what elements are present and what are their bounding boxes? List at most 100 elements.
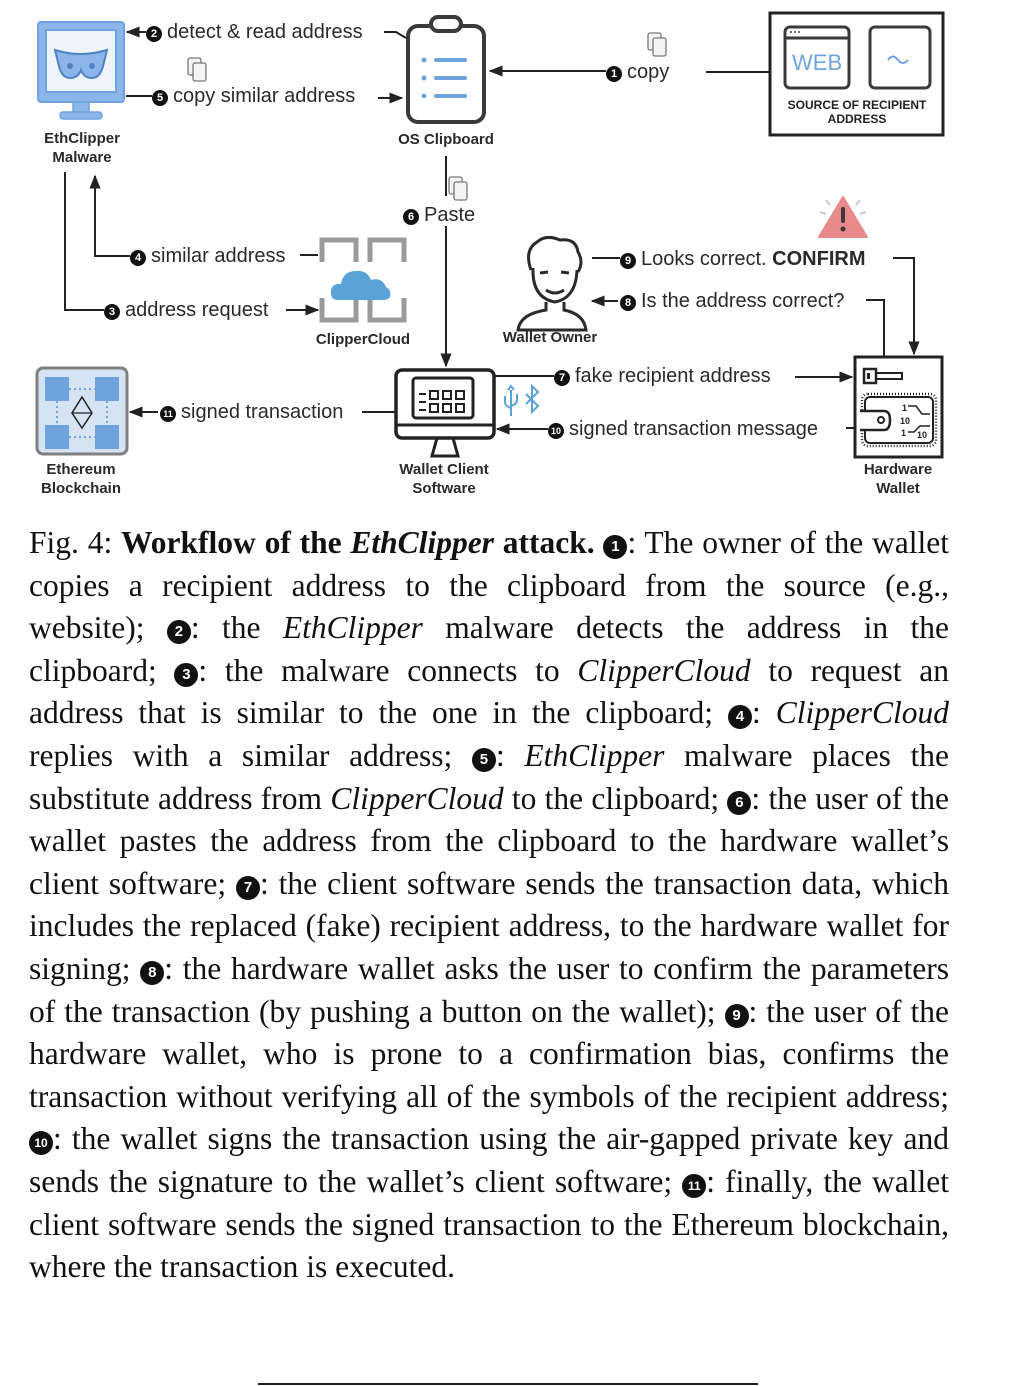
step-2-badge: 2 [146,26,162,42]
step-4-badge: 4 [130,250,146,266]
step-7-label: 7 fake recipient address [554,366,771,386]
clippercloud-icon [319,237,407,323]
svg-text:10: 10 [900,416,910,426]
copy-doc-icon [187,32,667,201]
caption-step-badge: 2 [166,620,191,645]
caption-text: : the client software sends the transact… [29,865,950,986]
step-2-text: detect & read address [167,21,363,43]
source-caption-line1: SOURCE OF RECIPIENT [787,98,927,112]
caption-step-5: 5: EthClipper malware places the substit… [29,738,949,816]
step-10-label: 10 signed transaction message [548,419,818,439]
caption-step-badge: 1 [603,535,628,559]
step-6-text: Paste [424,204,476,226]
caption-title-part1: Workflow of the [121,525,351,560]
caption-step-11: 11: finally, the wallet client software … [29,1164,949,1284]
caption-step-badge: 8 [140,960,165,985]
caption-text: replies with a similar address; [29,737,472,773]
step-4-text: similar address [151,245,286,267]
wallet-client-label-line1: Wallet Client [399,461,489,478]
caption-step-4: 4: ClipperCloud replies with a similar a… [29,695,949,773]
caption-step-badge: 4 [728,705,753,730]
caption-text: malware places the substitute address fr… [29,737,949,816]
svg-text:1: 1 [902,403,907,413]
blockchain-label: Ethereum Blockchain [20,461,142,499]
caption-text: : [495,737,525,773]
caption-step-badge: 6 [727,790,752,815]
wallet-owner-label: Wallet Owner [502,329,598,346]
bottom-rule [258,1383,758,1385]
clippercloud-label: ClipperCloud [315,331,411,348]
step-4-label: 4 similar address [130,246,285,266]
step-9-text: Looks correct. [641,248,773,270]
ethereum-blockchain-icon [35,366,129,456]
malware-label-line2: Malware [52,148,112,166]
connectors [64,26,920,435]
source-caption-line2: ADDRESS [827,112,887,127]
wallet-owner-icon [516,235,588,332]
caption-step-badge: 10 [29,1131,53,1156]
caption-step-badge: 7 [236,875,261,900]
caption-text: : The owner of the wallet copies a recip… [29,525,950,646]
caption-step-10: 10: the wallet signs the transaction usi… [29,1121,949,1199]
hardware-wallet-label-line1: Hardware [863,461,933,478]
web-label: WEB [792,50,843,75]
step-10-text: signed transaction message [569,418,819,440]
caption-text: to request an address that is similar to… [29,652,949,731]
clipboard-label: OS Clipboard [398,131,494,148]
caption-steps: 1: The owner of the wallet copies a reci… [29,525,949,1284]
malware-label-line1: EthClipper [44,130,120,147]
caption-text: : the user of the hardware wallet, who i… [29,993,949,1114]
step-7-text: fake recipient address [575,365,771,387]
caption-text: to the clipboard; [503,780,728,816]
wallet-client-icon [394,368,496,458]
caption-step-8: 8: the hardware wallet asks the user to … [29,951,949,1029]
step-11-badge: 11 [160,406,176,422]
caption-step-badge: 5 [471,747,496,772]
caption-text: : [752,695,776,731]
malware-monitor-icon [37,21,125,120]
step-5-text: copy similar address [173,85,356,107]
usb-bluetooth-icon [504,383,540,416]
caption-italic-term: ClipperCloud [330,780,504,816]
caption-text: : the [190,610,283,646]
caption-text: : the wallet signs the transaction using… [29,1121,949,1199]
step-11-label: 11 signed transaction [160,402,343,422]
step-6-badge: 6 [403,209,419,225]
caption-text: malware detects the address in the clipb… [29,610,950,688]
source-caption: SOURCE OF RECIPIENT ADDRESS [772,98,942,127]
step-8-text: Is the address correct? [641,290,845,312]
step-1-badge: 1 [606,66,622,82]
step-9-badge: 9 [620,253,636,269]
hardware-wallet-label-line2: Wallet [876,479,920,497]
step-3-text: address request [125,299,269,321]
wallet-client-label: Wallet Client Software [380,461,508,499]
caption-italic-term: EthClipper [524,737,665,773]
step-6-label: 6 Paste [403,205,475,225]
step-9-label: 9 Looks correct. CONFIRM [620,249,866,269]
caption-italic-term: ClipperCloud [577,652,751,688]
caption-step-badge: 9 [724,1003,749,1028]
workflow-diagram: 1 10 1 10 [0,0,1024,510]
caption-step-badge: 3 [174,662,199,687]
caption-title-part2: attack. [493,525,595,560]
caption-italic-term: EthClipper [282,610,423,646]
step-8-badge: 8 [620,295,636,311]
wallet-client-label-line2: Software [412,479,476,497]
caption-text: : the hardware wallet asks the user to c… [29,950,949,1029]
caption-step-3: 3: the malware connects to ClipperCloud … [29,653,949,731]
source-box [768,11,945,137]
caption-title-italic: EthClipper [350,525,494,560]
caption-title: Workflow of the EthClipper attack. [121,525,595,560]
step-9-confirm: CONFIRM [772,248,866,270]
step-10-badge: 10 [548,423,564,439]
caption-step-7: 7: the client software sends the transac… [29,866,949,986]
hardware-wallet-label: Hardware Wallet [844,461,952,499]
step-7-badge: 7 [554,370,570,386]
step-8-label: 8 Is the address correct? [620,291,844,311]
diagram-canvas: 1 10 1 10 [35,11,945,459]
step-11-text: signed transaction [181,401,344,423]
caption-text: : finally, the wallet client software se… [29,1163,949,1285]
